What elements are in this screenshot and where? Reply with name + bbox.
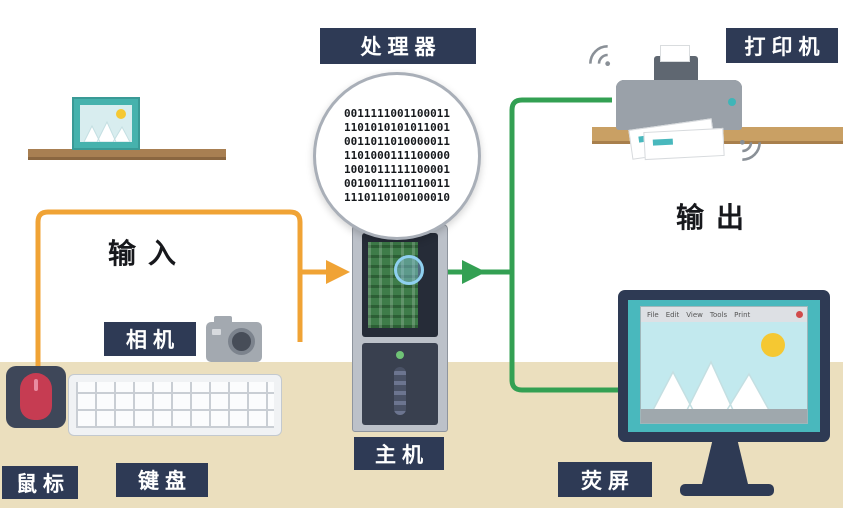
- picture-ground: [641, 409, 807, 423]
- wall-shelf: [28, 149, 226, 160]
- output-flow-line: [509, 97, 620, 393]
- menu-item-tools: Tools: [709, 310, 728, 319]
- keyboard-keys: [76, 382, 274, 428]
- magnifier-highlight-icon: [394, 255, 424, 285]
- label-mouse: 鼠标: [2, 466, 78, 499]
- wifi-signal-icon: [739, 139, 761, 161]
- processor-magnifier-circle: 0011111001100011 1101010101011001 001101…: [313, 72, 481, 240]
- binary-line: 1110110100100010: [344, 191, 450, 204]
- binary-line: 0010011110110011: [344, 177, 450, 190]
- label-camera: 相机: [104, 322, 196, 356]
- window-menu-bar: File Edit View Tools Print: [641, 307, 807, 322]
- printer: [610, 40, 760, 165]
- camera-flash: [212, 329, 221, 335]
- label-screen: 荧屏: [558, 462, 652, 497]
- mouse-pad: [6, 366, 66, 428]
- label-processor: 处理器: [320, 28, 476, 64]
- photo-frame: [72, 97, 140, 150]
- input-flow-line: [35, 209, 303, 378]
- monitor: File Edit View Tools Print: [618, 290, 830, 442]
- printed-sheet-graphic: [652, 138, 674, 146]
- camera-viewfinder: [214, 316, 232, 324]
- camera-lens-icon: [228, 328, 255, 355]
- printed-sheet: [643, 127, 725, 161]
- label-host: 主机: [354, 437, 444, 470]
- mouse: [20, 373, 52, 420]
- printer-power-button: [728, 98, 736, 106]
- power-led-icon: [396, 351, 404, 359]
- menu-item-file: File: [647, 310, 659, 319]
- opera-house-icon: [83, 120, 131, 142]
- output-heading: 输出: [676, 201, 757, 234]
- keyboard: [68, 374, 282, 436]
- binary-line: 1001011111100001: [344, 163, 450, 176]
- wifi-signal-icon: [589, 45, 611, 67]
- label-keyboard: 键盘: [116, 463, 208, 497]
- label-printer: 打印机: [726, 28, 838, 63]
- opera-house-icon: [652, 360, 770, 410]
- menu-item-print: Print: [734, 310, 751, 319]
- image-viewer-window: File Edit View Tools Print: [640, 306, 808, 424]
- menu-item-edit: Edit: [665, 310, 680, 319]
- mouse-wheel: [34, 379, 38, 391]
- sun-icon: [116, 109, 126, 119]
- sun-icon: [761, 333, 785, 357]
- tower-front-panel: [362, 343, 438, 425]
- binary-line: 0011011010000011: [344, 135, 450, 148]
- printer-body: [616, 80, 742, 130]
- vent-slot: [394, 367, 406, 415]
- output-arrow-icon: [462, 260, 486, 284]
- binary-line: 1101000111100000: [344, 149, 450, 162]
- computer-tower: [352, 224, 448, 432]
- input-heading: 输入: [108, 237, 189, 270]
- photo-picture: [80, 105, 132, 142]
- binary-line: 1101010101011001: [344, 121, 450, 134]
- camera: [206, 316, 262, 362]
- tower-side-window: [362, 233, 438, 337]
- close-icon: [796, 311, 803, 318]
- printer-tray-paper: [660, 45, 690, 62]
- input-arrow-icon: [326, 260, 350, 284]
- monitor-screen: File Edit View Tools Print: [628, 300, 820, 432]
- binary-line: 0011111001100011: [344, 107, 450, 120]
- menu-item-view: View: [686, 310, 703, 319]
- monitor-base: [680, 484, 774, 496]
